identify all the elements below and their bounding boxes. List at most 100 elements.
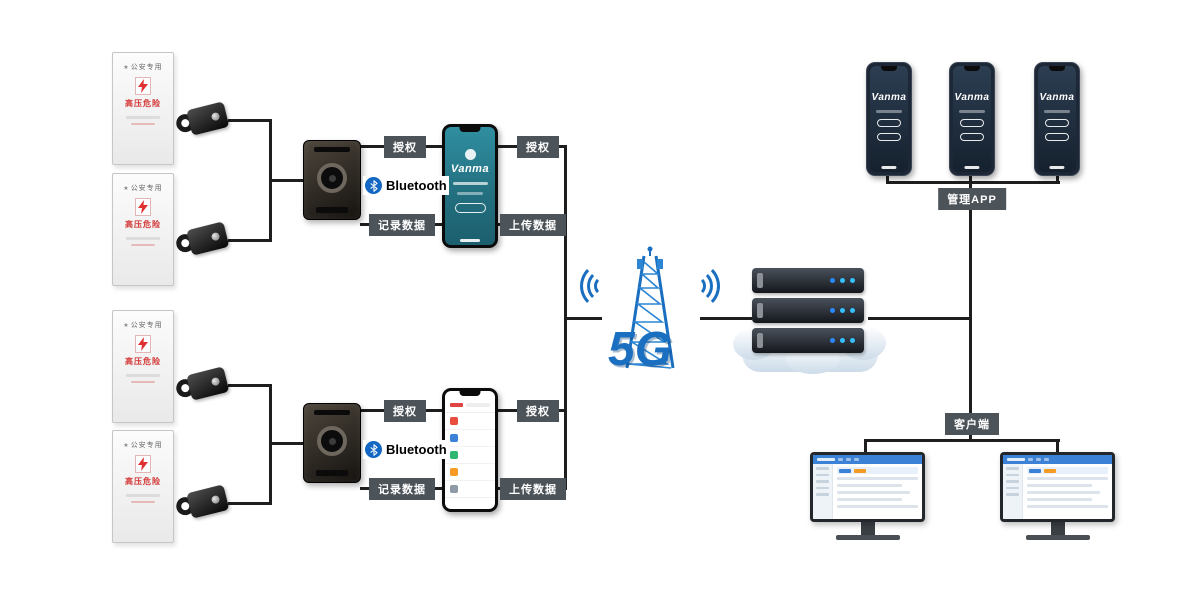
authorize-badge: 授权: [384, 400, 426, 422]
button-placeholder: [1044, 468, 1056, 473]
connector-line: [269, 442, 305, 445]
cabinet-title: ★公安专用: [123, 185, 163, 192]
app-logo-icon: [464, 149, 476, 160]
management-phone: Vanma: [949, 62, 995, 176]
home-indicator: [460, 239, 480, 242]
server-unit: [752, 298, 864, 323]
smart-padlock: [173, 364, 231, 406]
text-placeholder: [959, 110, 985, 113]
monitor-base: [1025, 535, 1090, 540]
cabinet-title: ★公安专用: [123, 322, 163, 329]
button-placeholder: [877, 133, 901, 141]
keyhole-icon: [210, 494, 221, 505]
dashboard-header: [1003, 455, 1112, 464]
phone-notch: [459, 127, 481, 132]
record-data-badge: 记录数据: [369, 214, 435, 236]
record-icon: [450, 451, 458, 459]
radio-wave-icon: [580, 262, 628, 310]
server-led-icon: [850, 308, 855, 313]
upload-data-badge: 上传数据: [500, 214, 566, 236]
dashboard-header: [813, 455, 922, 464]
management-phone: Vanma: [866, 62, 912, 176]
bluetooth-label: Bluetooth: [386, 178, 447, 193]
text-placeholder: [452, 182, 488, 185]
record-list-item: [445, 481, 495, 498]
dashboard-body: [1003, 464, 1112, 519]
button-placeholder: [854, 468, 866, 473]
cabinet-warning: 高压危险: [125, 477, 161, 486]
smart-padlock: [173, 482, 231, 524]
bluetooth-row: Bluetooth: [363, 176, 449, 195]
table-row-placeholder: [837, 505, 918, 508]
connector-line: [564, 317, 602, 320]
text-placeholder: [876, 110, 902, 113]
monitor-base: [835, 535, 900, 540]
bluetooth-row: Bluetooth: [363, 440, 449, 459]
authorize-badge: 授权: [517, 136, 559, 158]
home-indicator: [1049, 166, 1065, 169]
monitor-stand: [1050, 522, 1065, 535]
dashboard-content: [837, 467, 918, 512]
home-indicator: [881, 166, 897, 169]
connector-line: [868, 317, 972, 320]
record-list-item: [445, 430, 495, 447]
reader-lens-icon: [317, 426, 347, 456]
monitor-screen: [1000, 452, 1115, 522]
keyhole-icon: [210, 231, 221, 242]
connector-line: [700, 317, 752, 320]
record-data-badge: 记录数据: [369, 478, 435, 500]
cell-tower-icon: [600, 246, 700, 376]
record-list-item: [445, 464, 495, 481]
monitor-stand: [860, 522, 875, 535]
authorize-badge: 授权: [384, 136, 426, 158]
connector-line: [269, 179, 305, 182]
table-row-placeholder: [837, 477, 918, 480]
connector-line: [1056, 175, 1059, 184]
phone-notch: [1049, 66, 1065, 71]
login-button-placeholder: [454, 203, 486, 213]
cabinet-text-placeholder: [126, 374, 160, 377]
cabinet-warning: 高压危险: [125, 99, 161, 108]
cabinet-text-placeholder: [126, 116, 160, 119]
phone-notch: [964, 66, 980, 71]
controller-base: [316, 470, 348, 476]
dashboard-sidebar: [1003, 464, 1023, 519]
phone-screen: Vanma: [1038, 66, 1076, 172]
keyhole-icon: [210, 376, 221, 387]
cabinet-title: ★公安专用: [123, 64, 163, 71]
client-badge: 客户端: [945, 413, 999, 435]
power-cabinet: ★公安专用 高压危险: [112, 430, 174, 543]
cabinet-text-placeholder: [126, 237, 160, 240]
connector-line: [969, 176, 972, 442]
record-icon: [450, 485, 458, 493]
smart-padlock: [173, 219, 231, 261]
connector-line: [228, 502, 272, 505]
cabinet-warning: 高压危险: [125, 357, 161, 366]
text-placeholder: [466, 402, 490, 407]
bluetooth-icon: [365, 177, 382, 194]
star-icon: ★: [123, 65, 130, 71]
keyhole-icon: [210, 111, 221, 122]
app-brand: Vanma: [954, 92, 990, 103]
table-row-placeholder: [1027, 484, 1092, 487]
phone-notch: [881, 66, 897, 71]
operator-phone-app: Vanma: [442, 124, 498, 248]
upload-data-badge: 上传数据: [500, 478, 566, 500]
operator-phone-records: [442, 388, 498, 512]
record-list-item: [445, 447, 495, 464]
lightning-icon: [135, 455, 151, 473]
authorize-badge: 授权: [517, 400, 559, 422]
phone-screen: Vanma: [870, 66, 908, 172]
client-monitor: [810, 452, 925, 540]
smart-padlock: [173, 99, 231, 141]
cabinet-warning: 高压危险: [125, 220, 161, 229]
dashboard-toolbar: [837, 467, 918, 474]
home-indicator: [964, 166, 980, 169]
cabinet-text-placeholder: [131, 123, 155, 125]
dashboard-toolbar: [1027, 467, 1108, 474]
star-icon: ★: [123, 323, 130, 329]
power-cabinet: ★公安专用 高压危险: [112, 173, 174, 286]
star-icon: ★: [123, 186, 130, 192]
connector-line: [228, 384, 272, 387]
